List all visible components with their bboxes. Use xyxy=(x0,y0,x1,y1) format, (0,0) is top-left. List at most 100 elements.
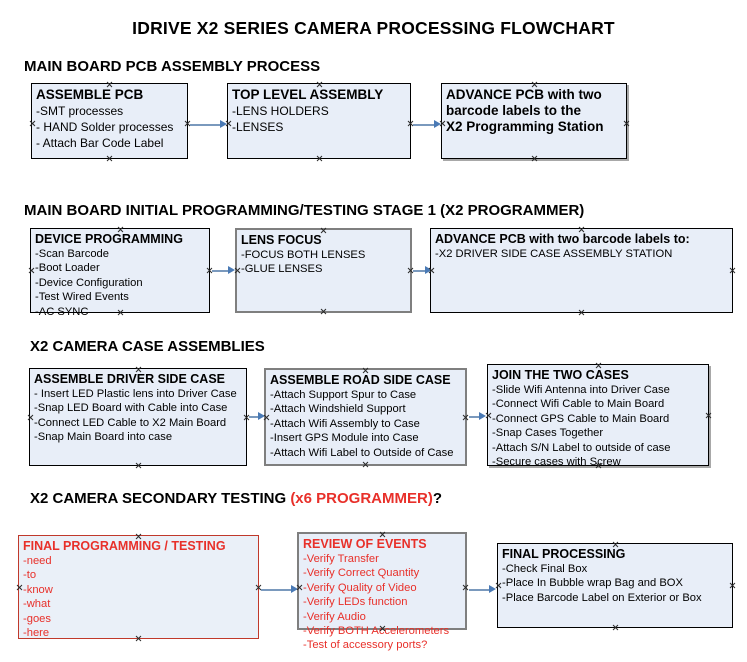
arrow-connector xyxy=(249,416,260,418)
flow-box-title: REVIEW OF EVENTS xyxy=(303,537,427,551)
arrow-connector xyxy=(261,589,293,591)
flow-box-lens-focus[interactable]: LENS FOCUS -FOCUS BOTH LENSES -GLUE LENS… xyxy=(235,228,412,313)
connector-handle-left[interactable] xyxy=(428,267,435,274)
flow-box-line: -Connect Wifi Cable to Main Board xyxy=(492,398,665,411)
flow-box-line: -GLUE LENSES xyxy=(241,263,323,276)
connector-handle-left[interactable] xyxy=(27,414,34,421)
connector-handle-bottom[interactable] xyxy=(117,309,124,316)
connector-handle-top[interactable] xyxy=(578,226,585,233)
flow-box-title: DEVICE PROGRAMMING xyxy=(35,232,183,246)
flow-box-lines: -X2 DRIVER SIDE CASE ASSEMBLY STATION xyxy=(435,247,728,261)
connector-handle-right[interactable] xyxy=(729,582,736,589)
flow-box-lines: -need -to -know -what -goes -here xyxy=(23,554,254,640)
flow-box-line: -Test Wired Events xyxy=(35,291,129,304)
connector-handle-bottom[interactable] xyxy=(135,635,142,642)
flow-box-line: -Attach Wifi Label to Outside of Case xyxy=(270,446,454,459)
flow-box-assemble-pcb[interactable]: ASSEMBLE PCB -SMT processes - HAND Solde… xyxy=(31,83,188,159)
connector-handle-bottom[interactable] xyxy=(531,155,538,162)
arrow-head-icon xyxy=(258,412,265,420)
flow-box-line: -Verify Audio xyxy=(303,610,366,623)
connector-handle-top[interactable] xyxy=(531,81,538,88)
section-heading-main-board-pcb: MAIN BOARD PCB ASSEMBLY PROCESS xyxy=(24,58,320,75)
connector-handle-left[interactable] xyxy=(16,584,23,591)
connector-handle-top[interactable] xyxy=(316,81,323,88)
flow-box-line: -what xyxy=(23,598,51,611)
connector-handle-bottom[interactable] xyxy=(362,461,369,468)
flow-box-advance-pcb-programming-station[interactable]: ADVANCE PCB with two barcode labels to t… xyxy=(441,83,627,159)
flow-box-line: barcode labels to the xyxy=(446,103,582,118)
flow-box-top-level-assembly[interactable]: TOP LEVEL ASSEMBLY -LENS HOLDERS -LENSES xyxy=(227,83,411,159)
flow-box-line: -Connect LED Cable to X2 Main Board xyxy=(34,416,227,429)
flow-box-join-the-two-cases[interactable]: JOIN THE TWO CASES -Slide Wifi Antenna i… xyxy=(485,362,712,469)
connector-handle-left[interactable] xyxy=(28,267,35,274)
connector-handle-right[interactable] xyxy=(462,414,469,421)
arrow-head-icon xyxy=(434,120,441,128)
connector-handle-top[interactable] xyxy=(612,541,619,548)
connector-handle-bottom[interactable] xyxy=(320,308,327,315)
connector-handle-top[interactable] xyxy=(362,367,369,374)
flow-box-line: -Insert GPS Module into Case xyxy=(270,432,419,445)
arrow-head-icon xyxy=(489,585,496,593)
flow-box-assemble-road-side-case[interactable]: ASSEMBLE ROAD SIDE CASE -Attach Support … xyxy=(264,368,467,466)
flow-box-line: -Place In Bubble wrap Bag and BOX xyxy=(502,577,683,590)
connector-handle-bottom[interactable] xyxy=(595,462,602,469)
connector-handle-left[interactable] xyxy=(263,414,270,421)
flow-box-line: - Insert LED Plastic lens into Driver Ca… xyxy=(34,388,237,400)
connector-handle-left[interactable] xyxy=(485,412,492,419)
flow-box-line: - HAND Solder processes xyxy=(36,120,174,134)
flow-box-line: -Verify Correct Quantity xyxy=(303,567,420,580)
connector-handle-top[interactable] xyxy=(379,531,386,538)
connector-handle-right[interactable] xyxy=(623,120,630,127)
connector-handle-right[interactable] xyxy=(705,412,712,419)
flow-box-line: -X2 DRIVER SIDE CASE ASSEMBLY STATION xyxy=(435,248,673,260)
flow-box-advance-pcb-driver-side-case[interactable]: ADVANCE PCB with two barcode labels to: … xyxy=(430,228,733,313)
flow-box-line: -to xyxy=(23,569,37,582)
connector-handle-bottom[interactable] xyxy=(612,624,619,631)
flow-box-device-programming[interactable]: DEVICE PROGRAMMING -Scan Barcode -Boot L… xyxy=(28,226,210,318)
flow-box-title: FINAL PROCESSING xyxy=(502,547,626,561)
connector-handle-left[interactable] xyxy=(296,584,303,591)
connector-handle-left[interactable] xyxy=(29,120,36,127)
flow-box-lines: barcode labels to the X2 Programming Sta… xyxy=(446,103,622,135)
flow-box-line: -LENSES xyxy=(232,120,284,134)
flow-box-assemble-driver-side-case[interactable]: ASSEMBLE DRIVER SIDE CASE - Insert LED P… xyxy=(29,368,247,466)
flow-box-lines: -Check Final Box -Place In Bubble wrap B… xyxy=(502,562,728,605)
connector-handle-top[interactable] xyxy=(106,81,113,88)
connector-handle-bottom[interactable] xyxy=(135,462,142,469)
flow-box-final-processing[interactable]: FINAL PROCESSING -Check Final Box -Place… xyxy=(497,543,733,628)
connector-handle-left[interactable] xyxy=(225,120,232,127)
section-heading-camera-case-assemblies: X2 CAMERA CASE ASSEMBLIES xyxy=(30,338,265,355)
flow-box-line: -Connect GPS Cable to Main Board xyxy=(492,412,670,425)
arrow-connector xyxy=(469,589,491,591)
arrow-head-icon xyxy=(479,412,486,420)
connector-handle-left[interactable] xyxy=(439,120,446,127)
flow-box-line: -Verify BOTH Accelerometers xyxy=(303,625,450,638)
connector-handle-top[interactable] xyxy=(135,533,142,540)
connector-handle-top[interactable] xyxy=(117,226,124,233)
connector-handle-left[interactable] xyxy=(234,267,241,274)
flow-box-line: -Attach S/N Label to outside of case xyxy=(492,441,671,454)
flow-box-line: -Scan Barcode xyxy=(35,248,110,260)
page-title: IDRIVE X2 SERIES CAMERA PROCESSING FLOWC… xyxy=(132,18,615,38)
connector-handle-top[interactable] xyxy=(595,362,602,369)
flow-box-line: -Snap Cases Together xyxy=(492,427,604,440)
flow-box-lines: -Scan Barcode -Boot Loader -Device Confi… xyxy=(35,247,205,319)
flow-box-review-of-events[interactable]: REVIEW OF EVENTS -Verify Transfer -Verif… xyxy=(296,531,469,651)
connector-handle-top[interactable] xyxy=(320,227,327,234)
flow-box-line: -Attach Windshield Support xyxy=(270,403,406,416)
flow-box-final-programming-testing[interactable]: FINAL PROGRAMMING / TESTING -need -to -k… xyxy=(18,535,259,639)
connector-handle-bottom[interactable] xyxy=(578,309,585,316)
connector-handle-right[interactable] xyxy=(462,584,469,591)
section-heading-text: MAIN BOARD INITIAL PROGRAMMING/TESTING S… xyxy=(24,202,585,219)
connector-handle-right[interactable] xyxy=(729,267,736,274)
flow-box-title: ADVANCE PCB with two barcode labels to: xyxy=(435,232,690,246)
connector-handle-left[interactable] xyxy=(495,582,502,589)
section-heading-secondary-testing: X2 CAMERA SECONDARY TESTING (x6 PROGRAMM… xyxy=(30,490,442,507)
connector-handle-bottom[interactable] xyxy=(316,155,323,162)
arrow-connector xyxy=(413,270,427,272)
connector-handle-bottom[interactable] xyxy=(106,155,113,162)
connector-handle-bottom[interactable] xyxy=(379,625,386,632)
flow-box-line: -know xyxy=(23,583,53,596)
connector-handle-top[interactable] xyxy=(135,366,142,373)
flow-box-line: -Verify LEDs function xyxy=(303,596,408,609)
